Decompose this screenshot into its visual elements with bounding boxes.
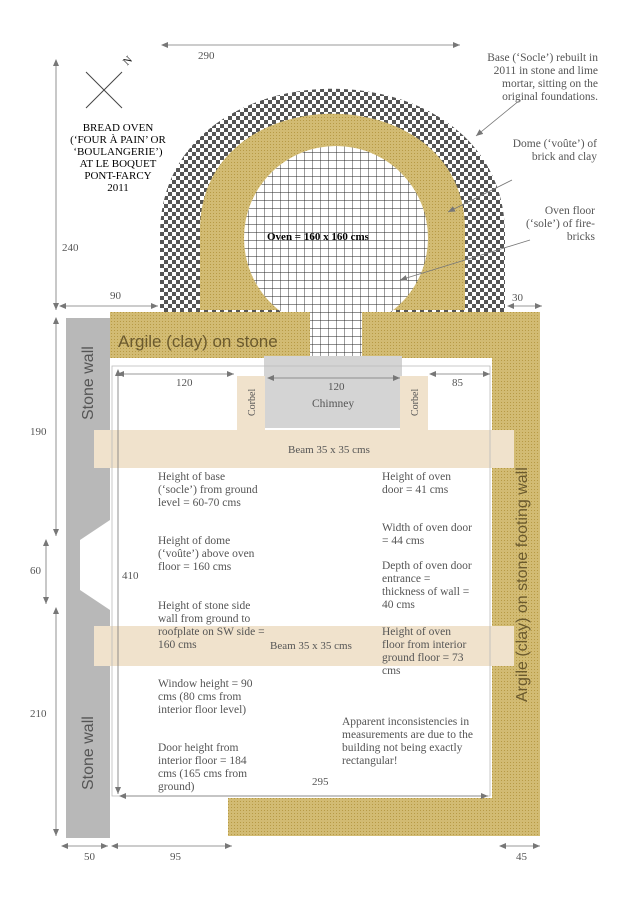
argile-wall-right — [228, 312, 540, 836]
corbel-right-block — [400, 376, 428, 432]
note-side-wall: Height of stone side wall from ground to… — [158, 600, 265, 651]
north-compass — [85, 71, 123, 109]
title-line-4: AT LE BOQUET — [79, 158, 157, 170]
beam-top-block — [94, 430, 514, 468]
callout-pointers — [399, 99, 531, 281]
note-window: Window height = 90 cms (80 cms from inte… — [158, 678, 253, 716]
dim-85: 85 — [452, 377, 463, 389]
note-door: Door height from interior floor = 184 cm… — [158, 742, 248, 793]
dim-120-chimney: 120 — [328, 381, 345, 393]
note-dome-height: Height of dome (‘voûte’) above oven floo… — [158, 535, 255, 573]
dimension-lines — [43, 42, 542, 849]
title-line-5: PONT-FARCY — [84, 170, 152, 182]
chimney-block — [264, 356, 402, 428]
oven-floor-sole — [244, 146, 428, 330]
stone-wall-lower-label: Stone wall — [80, 716, 97, 790]
title-line-3: ‘BOULANGERIE’) — [73, 146, 163, 158]
note-base-height: Height of base (‘socle’) from ground lev… — [158, 471, 258, 509]
callout-floor: Oven floor (‘sole’) of fire-bricks — [526, 205, 595, 243]
dim-45: 45 — [516, 851, 527, 863]
beam-top-label: Beam 35 x 35 cms — [288, 444, 370, 456]
beam-bottom-block — [94, 626, 514, 666]
dim-190: 190 — [30, 426, 47, 438]
title-line-6: 2011 — [107, 182, 129, 194]
title-block: BREAD OVEN (‘FOUR À PAIN’ OR ‘BOULANGERI… — [62, 122, 174, 194]
corbel-right-label: Corbel — [410, 388, 421, 416]
dim-410: 410 — [122, 570, 139, 582]
dim-210: 210 — [30, 708, 47, 720]
callout-base: Base (‘Socle’) rebuilt in 2011 in stone … — [487, 52, 598, 103]
argile-right-label: Argile (clay) on stone footing wall — [514, 467, 531, 702]
note-oven-floor-height: Height of oven floor from interior groun… — [382, 626, 467, 677]
note-oven-door-height: Height of oven door = 41 cms — [382, 471, 451, 496]
corbel-left-label: Corbel — [247, 388, 258, 416]
dim-60: 60 — [30, 565, 41, 577]
title-line-1: BREAD OVEN — [82, 122, 154, 134]
callout-dome: Dome (‘voûte’) of brick and clay — [512, 138, 597, 163]
oven-door-passage — [310, 300, 362, 358]
dim-120-left: 120 — [176, 377, 193, 389]
note-inconsistency: Apparent inconsistencies in measurements… — [342, 716, 473, 767]
argile-wall-top — [110, 312, 310, 358]
dim-30: 30 — [512, 292, 523, 304]
note-oven-door-width: Width of oven door = 44 cms — [382, 522, 472, 547]
beam-bottom-label: Beam 35 x 35 cms — [270, 640, 352, 652]
argile-top-label: Argile (clay) on stone — [118, 332, 278, 351]
dim-295: 295 — [312, 776, 329, 788]
dim-240: 240 — [62, 242, 79, 254]
note-oven-door-depth: Depth of oven door entrance = thickness … — [382, 560, 472, 611]
title-line-2: (‘FOUR À PAIN’ OR — [70, 134, 166, 146]
stone-wall-upper-label: Stone wall — [80, 346, 97, 420]
chimney-label: Chimney — [312, 398, 355, 410]
oven-size-label: Oven = 160 x 160 cms — [267, 231, 369, 243]
dim-290: 290 — [198, 50, 215, 62]
corbel-left-block — [237, 376, 265, 432]
dim-50: 50 — [84, 851, 95, 863]
dim-95: 95 — [170, 851, 181, 863]
dim-90: 90 — [110, 290, 121, 302]
